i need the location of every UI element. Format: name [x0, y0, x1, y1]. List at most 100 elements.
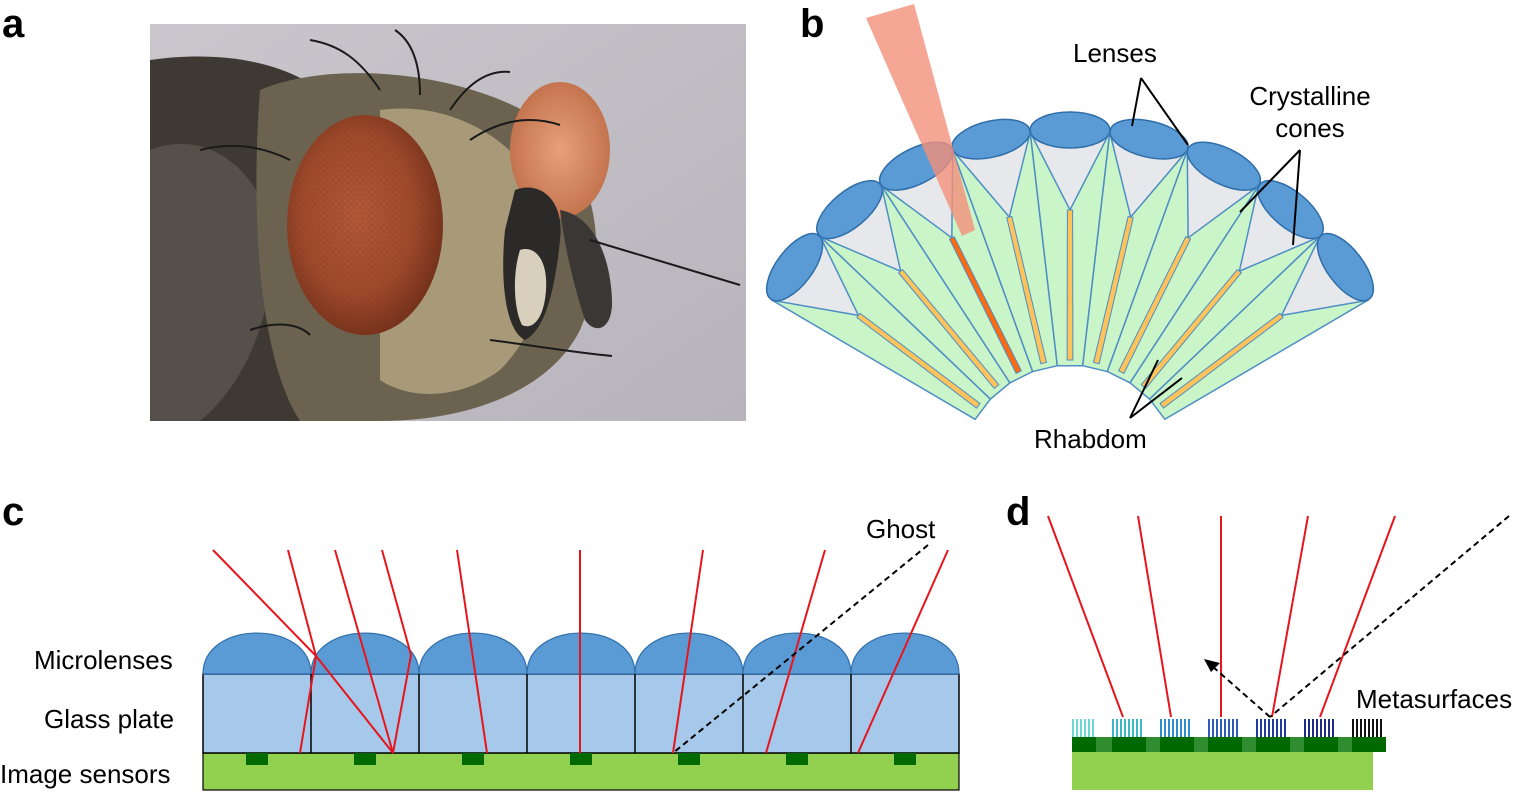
sensor-pixel: [894, 753, 916, 765]
metasurface-cell: [1208, 719, 1242, 752]
nanopillar: [1208, 719, 1210, 737]
nanopillar: [1176, 719, 1178, 737]
nanopillar: [1316, 719, 1318, 737]
nanopillar: [1224, 719, 1226, 737]
nanopillar: [1320, 719, 1322, 737]
nanopillar: [1220, 719, 1222, 737]
metasurface-cell: [1304, 719, 1338, 752]
ommatidium: [816, 179, 1011, 401]
light-ray: [1271, 515, 1309, 718]
nanopillar: [1160, 719, 1162, 737]
nanopillar: [1184, 719, 1186, 737]
microlenses-label: Microlenses: [34, 645, 173, 675]
nanopillar: [1232, 719, 1234, 737]
light-ray: [315, 655, 394, 754]
sensor-pixel: [1208, 737, 1242, 752]
nanopillar: [1276, 719, 1278, 737]
light-ray: [299, 655, 317, 754]
sensor-pixel: [786, 753, 808, 765]
panel-d-label: d: [1006, 490, 1031, 534]
nanopillar: [1352, 719, 1354, 737]
nanopillar: [1188, 719, 1190, 737]
nanopillar: [1236, 719, 1238, 737]
ommatidium: [951, 118, 1059, 373]
sensor-pixel: [1352, 737, 1386, 752]
sensor-pixel: [1304, 737, 1338, 752]
nanopillar: [1308, 719, 1310, 737]
ghost-ray: [672, 544, 929, 754]
light-rays: [1047, 515, 1396, 718]
light-ray: [381, 549, 412, 656]
sensor-pixel: [1072, 737, 1096, 752]
nanopillar: [1328, 719, 1330, 737]
nanopillar: [1092, 719, 1094, 737]
rhabdom: [1140, 268, 1243, 390]
nanopillar: [1076, 719, 1078, 737]
sensor-pixel: [1256, 737, 1290, 752]
rhabdom: [1118, 235, 1192, 375]
nanopillar: [1180, 719, 1182, 737]
nanopillar: [1272, 719, 1274, 737]
lenses-pointer: [1140, 77, 1189, 146]
sensor-pixel: [678, 753, 700, 765]
glass-plate-label: Glass plate: [44, 704, 175, 734]
nanopillar: [1280, 719, 1282, 737]
rhabdom-label: Rhabdom: [1034, 424, 1147, 454]
crystalline-label-line2: cones: [1275, 113, 1345, 143]
sensor-pixel: [246, 753, 268, 765]
lens: [1316, 232, 1375, 302]
reflected-ray: [1211, 665, 1271, 718]
ommatidia-group: [765, 111, 1375, 421]
nanopillar: [1120, 719, 1122, 737]
ghost-ray: [1269, 515, 1510, 718]
ommatidium: [1081, 118, 1189, 373]
rhabdom-pointer: [1129, 359, 1159, 419]
light-ray: [1047, 515, 1124, 718]
image-sensors-label: Image sensors: [0, 759, 171, 789]
panel-a-label: a: [2, 2, 25, 46]
nanopillar: [1368, 719, 1370, 737]
nanopillar: [1284, 719, 1286, 737]
nanopillar: [1088, 719, 1090, 737]
metasurface-cell: [1352, 719, 1386, 752]
lenses-pointer: [1131, 77, 1142, 127]
nanopillar: [1256, 719, 1258, 737]
arrowhead: [1204, 659, 1220, 672]
metasurfaces-label: Metasurfaces: [1356, 684, 1513, 714]
nanopillar: [1080, 719, 1082, 737]
rhabdom: [1159, 312, 1284, 409]
ommatidium: [1129, 179, 1324, 401]
light-ray: [334, 549, 394, 754]
light-ray: [765, 549, 826, 754]
nanopillar: [1172, 719, 1174, 737]
metasurface-cell: [1256, 719, 1290, 752]
light-ray: [212, 549, 317, 657]
panel-b-label: b: [800, 2, 825, 46]
microlens: [202, 632, 312, 675]
light-rays: [212, 549, 949, 754]
nanopillar: [1216, 719, 1218, 737]
sensor-pixel: [570, 753, 592, 765]
nanopillar: [1116, 719, 1118, 737]
nanopillar: [1364, 719, 1366, 737]
microlens: [634, 632, 744, 675]
rhabdom: [1006, 215, 1048, 365]
panel-c-label: c: [2, 490, 25, 534]
nanopillar: [1372, 719, 1374, 737]
rhabdom: [897, 268, 1000, 390]
sensor-pixel: [1112, 737, 1146, 752]
ommatidium: [1148, 232, 1375, 421]
sensor-pixel: [1160, 737, 1194, 752]
nanopillar: [1268, 719, 1270, 737]
light-ray: [392, 654, 412, 754]
rhabdom-pointer: [1129, 377, 1183, 419]
metasurface-cell: [1160, 719, 1194, 752]
nanopillar: [1228, 719, 1230, 737]
nanopillar: [1168, 719, 1170, 737]
metasurface-cell: [1072, 719, 1096, 752]
rhabdom: [856, 312, 981, 409]
nanopillar: [1260, 719, 1262, 737]
